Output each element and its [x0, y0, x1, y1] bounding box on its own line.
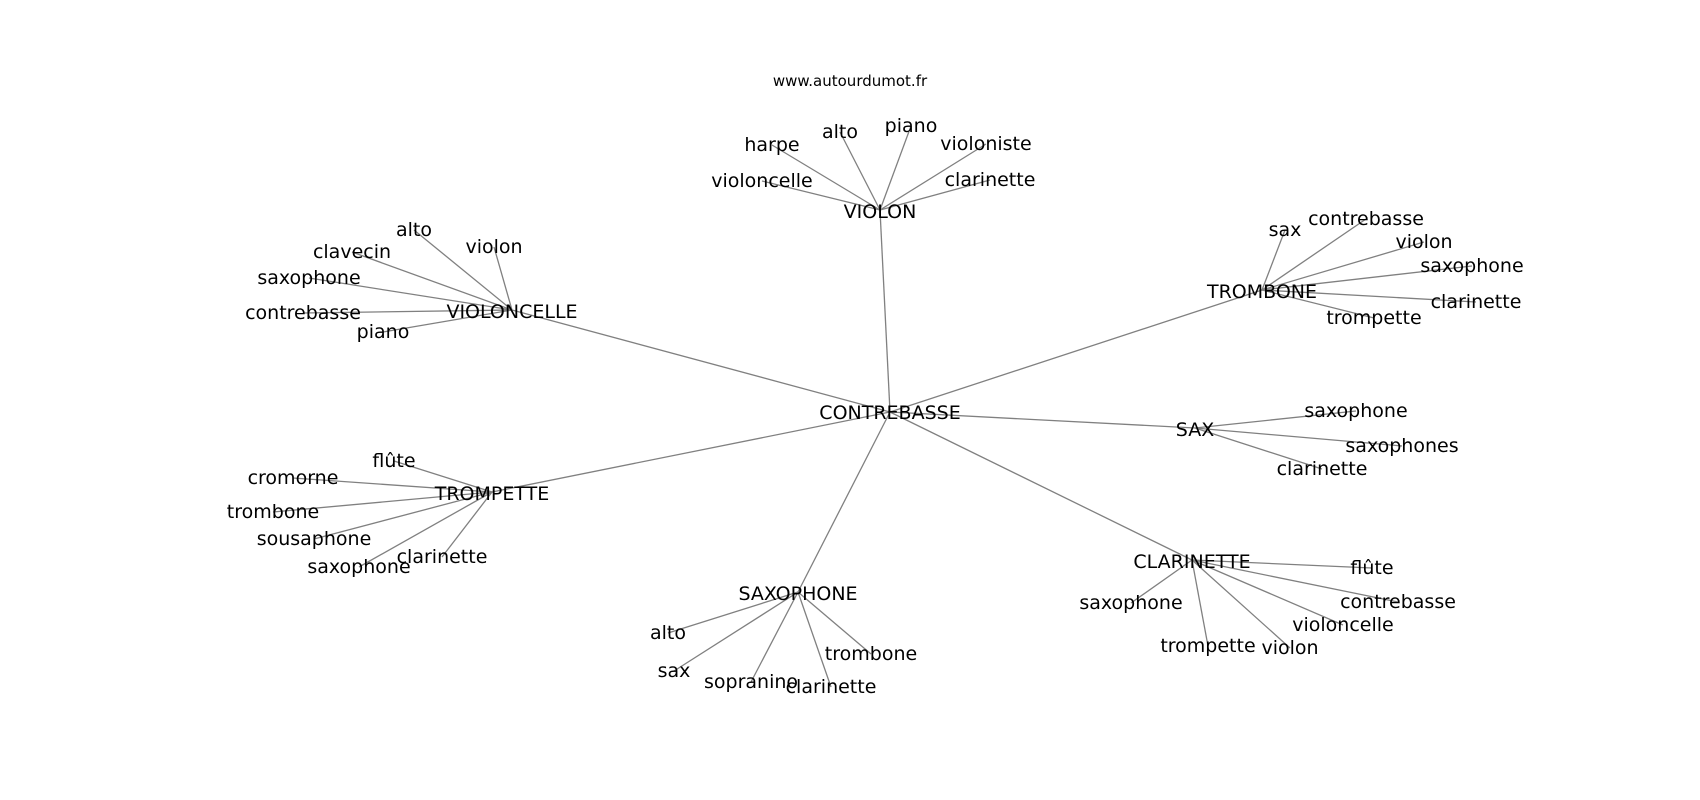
- edge-clarinette-contrebasse: [1191, 559, 1399, 603]
- edge-clarinette-trompette: [1191, 559, 1209, 647]
- hub-node-trombone: TROMBONE: [1206, 281, 1317, 303]
- edge-saxophone-alto: [667, 591, 799, 634]
- edge-trompette-clarinette: [441, 491, 493, 558]
- hub-node-saxophone: SAXOPHONE: [738, 583, 857, 605]
- leaf-node-sax-clarinette: clarinette: [1277, 458, 1368, 480]
- edge-clarinette-flute: [1191, 559, 1373, 569]
- edge-saxophone-trombone: [797, 591, 872, 655]
- leaf-node-trombone-sax: sax: [1269, 219, 1302, 241]
- edge-center-trombone: [889, 289, 1263, 413]
- leaf-node-trombone-saxophone: saxophone: [1420, 255, 1523, 277]
- leaf-node-violon-clarinette: clarinette: [945, 169, 1036, 191]
- leaf-node-violon-piano: piano: [885, 115, 938, 137]
- leaf-node-violoncelle-piano: piano: [357, 321, 410, 343]
- leaf-node-trombone-trompette: trompette: [1326, 307, 1421, 329]
- leaf-node-trombone-contrebasse: contrebasse: [1308, 208, 1424, 230]
- leaf-node-violoncelle-saxophone: saxophone: [257, 267, 360, 289]
- leaf-node-trombone-clarinette: clarinette: [1431, 291, 1522, 313]
- leaf-node-violon-alto: alto: [822, 121, 858, 143]
- edge-sax-clarinette: [1194, 427, 1323, 470]
- edge-clarinette-saxophone: [1130, 559, 1193, 604]
- edge-violon-harpe: [771, 144, 881, 211]
- edge-trompette-sousaphone: [313, 491, 493, 540]
- graph-edges: [272, 125, 1477, 688]
- hub-node-trompette: TROMPETTE: [434, 483, 550, 505]
- hub-node-violoncelle: VIOLONCELLE: [446, 301, 577, 323]
- edge-violoncelle-contrebasse: [302, 309, 513, 314]
- edge-center-clarinette: [889, 411, 1193, 561]
- leaf-node-trompette-flute: flûte: [372, 450, 415, 472]
- leaf-node-clarinette-trompette: trompette: [1160, 635, 1255, 657]
- edge-violoncelle-violon: [493, 246, 513, 311]
- edge-trombone-sax: [1261, 229, 1286, 291]
- leaf-node-trompette-trombone: trombone: [227, 501, 319, 523]
- leaf-node-violon-violoniste: violoniste: [940, 133, 1031, 155]
- edge-center-violon: [879, 209, 891, 413]
- leaf-node-saxophone-sopranino: sopranino: [704, 671, 798, 693]
- edge-trombone-clarinette: [1261, 289, 1477, 303]
- edge-violoncelle-alto: [413, 229, 513, 311]
- leaf-node-saxophone-clarinette: clarinette: [786, 676, 877, 698]
- edge-violoncelle-saxophone: [308, 277, 513, 311]
- leaf-node-violoncelle-contrebasse: contrebasse: [245, 302, 361, 324]
- edge-center-violoncelle: [511, 309, 891, 413]
- leaf-node-violon-harpe: harpe: [744, 134, 799, 156]
- leaf-node-clarinette-violon: violon: [1261, 637, 1318, 659]
- leaf-node-saxophone-sax: sax: [658, 660, 691, 682]
- edge-sax-saxophones: [1194, 427, 1403, 447]
- edge-clarinette-violoncelle: [1191, 559, 1344, 626]
- center-node-label: CONTREBASSE: [819, 402, 960, 424]
- leaf-node-clarinette-saxophone: saxophone: [1079, 592, 1182, 614]
- edge-trompette-saxophone: [358, 491, 493, 568]
- edge-violoncelle-clavecin: [351, 251, 513, 311]
- edge-trombone-trompette: [1261, 289, 1375, 319]
- edge-center-saxophone: [797, 411, 891, 593]
- leaf-node-trompette-saxophone: saxophone: [307, 556, 410, 578]
- edge-saxophone-sopranino: [750, 591, 799, 683]
- edge-violon-violoniste: [879, 143, 987, 211]
- edge-trompette-cromorne: [292, 477, 493, 493]
- leaf-node-saxophone-trombone: trombone: [825, 643, 917, 665]
- leaf-node-trompette-clarinette: clarinette: [397, 546, 488, 568]
- leaf-node-violoncelle-alto: alto: [396, 219, 432, 241]
- hub-node-violon: VIOLON: [844, 201, 917, 223]
- edge-sax-saxophone: [1194, 410, 1357, 429]
- edge-violon-clarinette: [879, 179, 991, 211]
- edge-trompette-flute: [393, 460, 493, 493]
- edge-saxophone-sax: [673, 591, 799, 672]
- leaf-node-violon-violoncelle: violoncelle: [711, 170, 812, 192]
- leaf-node-violoncelle-violon: violon: [465, 236, 522, 258]
- edge-trompette-trombone: [272, 491, 493, 513]
- leaf-node-trompette-cromorne: cromorne: [248, 467, 339, 489]
- edge-violon-violoncelle: [761, 180, 881, 211]
- leaf-node-clarinette-violoncelle: violoncelle: [1292, 614, 1393, 636]
- leaf-node-saxophone-alto: alto: [650, 622, 686, 644]
- edge-clarinette-violon: [1191, 559, 1291, 649]
- edge-saxophone-clarinette: [797, 591, 832, 688]
- edge-violon-alto: [839, 131, 881, 211]
- hub-node-clarinette: CLARINETTE: [1133, 551, 1250, 573]
- source-url-label: www.autourdumot.fr: [772, 72, 928, 90]
- edge-trombone-contrebasse: [1261, 218, 1367, 291]
- leaf-node-trombone-violon: violon: [1395, 231, 1452, 253]
- leaf-node-clarinette-contrebasse: contrebasse: [1340, 591, 1456, 613]
- leaf-node-sax-saxophones: saxophones: [1345, 435, 1458, 457]
- edge-trombone-saxophone: [1261, 265, 1473, 291]
- edge-violon-piano: [879, 125, 912, 211]
- leaf-node-sax-saxophone: saxophone: [1304, 400, 1407, 422]
- leaf-node-trompette-sousaphone: sousaphone: [257, 528, 372, 550]
- leaf-node-clarinette-flute: flûte: [1350, 557, 1393, 579]
- edge-center-trompette: [491, 411, 891, 493]
- edge-center-sax: [889, 411, 1196, 429]
- hub-node-sax: SAX: [1176, 419, 1214, 441]
- edge-trombone-violon: [1261, 241, 1425, 291]
- edge-violoncelle-piano: [382, 309, 513, 333]
- leaf-node-violoncelle-clavecin: clavecin: [313, 241, 391, 263]
